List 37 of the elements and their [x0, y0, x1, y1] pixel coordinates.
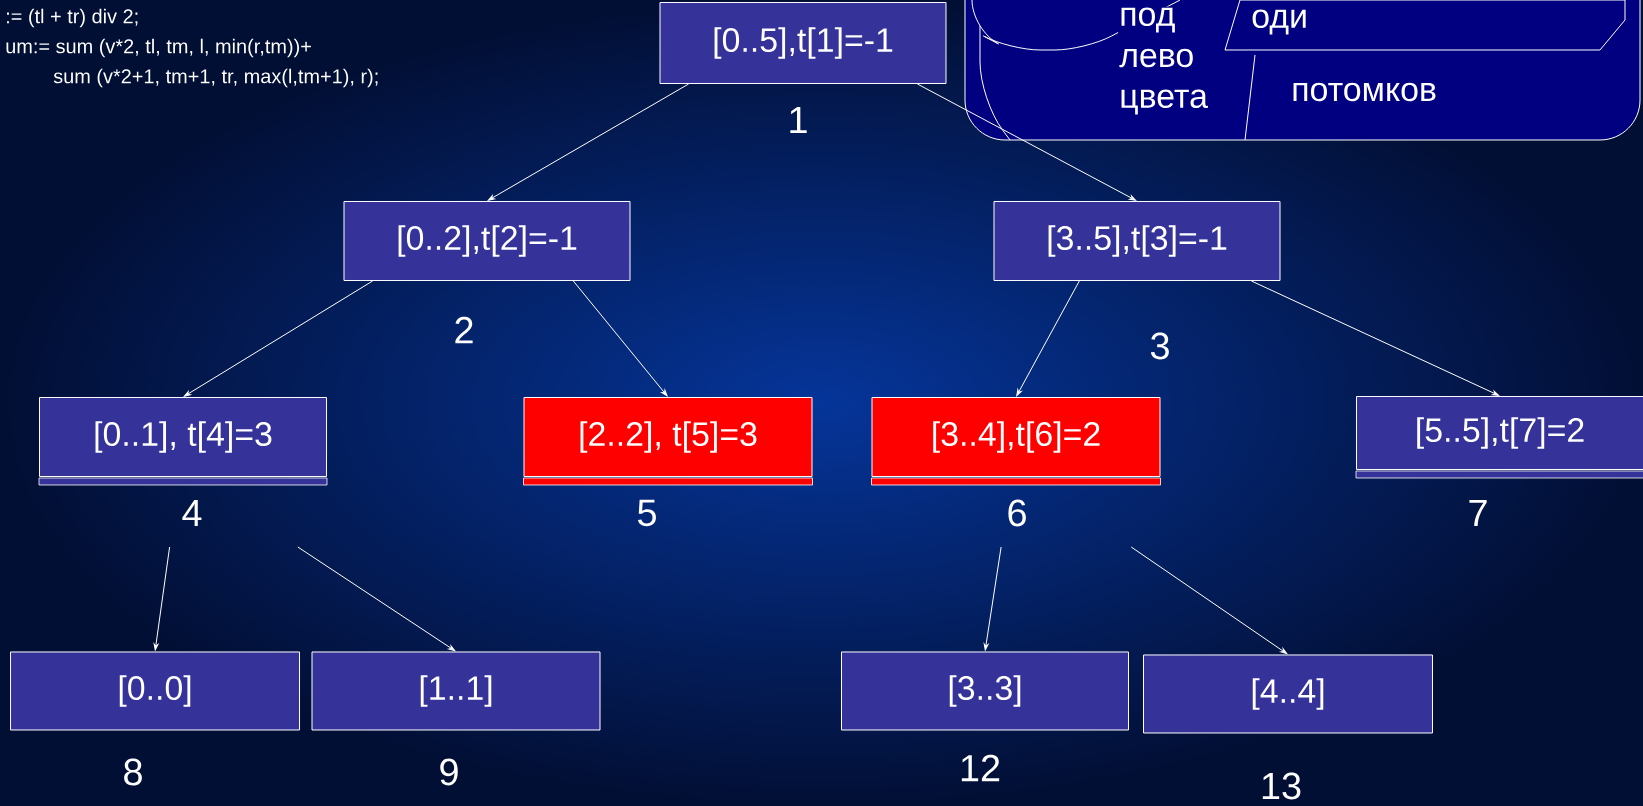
tree-node-box: [3..5],t[3]=-1 [993, 201, 1281, 281]
callout-text: оди [1250, 8, 1309, 36]
arrow [1016, 280, 1080, 397]
node-number: 5 [638, 499, 656, 527]
callout-text: лево [1118, 47, 1196, 69]
tree-node-box: [4..4] [1143, 654, 1433, 734]
node-number: 13 [1262, 772, 1301, 800]
arrow [572, 280, 668, 397]
node-number: 2 [455, 316, 473, 344]
tree-node-box: [0..5],t[1]=-1 [659, 2, 947, 84]
arrow [1250, 280, 1500, 396]
arrow [487, 83, 690, 201]
node-number: 6 [1008, 499, 1026, 527]
arrow [297, 546, 456, 652]
tree-node-box: [0..0] [10, 651, 300, 731]
node-number: 7 [1469, 499, 1487, 526]
code-line: sum (v*2+1, tm+1, tr, max(l,tm+1), r); [53, 68, 378, 88]
callout-text: под [1118, 6, 1177, 34]
callout-text: потомков [1290, 81, 1438, 103]
tree-node-box: [1..1] [311, 651, 601, 731]
arrow [983, 546, 1002, 651]
node-number: 12 [961, 754, 1000, 782]
node-number: 8 [124, 758, 142, 786]
arrow [916, 83, 1137, 201]
tree-node-box: [0..2],t[2]=-1 [343, 201, 631, 281]
node-number: 1 [790, 106, 807, 133]
node-number: 4 [182, 499, 202, 526]
arrow [183, 280, 374, 397]
arrow [1130, 546, 1288, 655]
arrow [153, 546, 171, 651]
tree-node-box: [3..3] [841, 651, 1129, 731]
node-label: [5..5],t[7]=2 [1417, 417, 1584, 449]
callout-text: цвета [1118, 88, 1209, 116]
code-line: um:= sum (v*2, tl, tm, l, min(r,tm))+ [6, 38, 311, 58]
node-number: 3 [1150, 332, 1169, 360]
node-number: 9 [440, 758, 458, 786]
code-line: := (tl + tr) div 2; [7, 8, 138, 28]
